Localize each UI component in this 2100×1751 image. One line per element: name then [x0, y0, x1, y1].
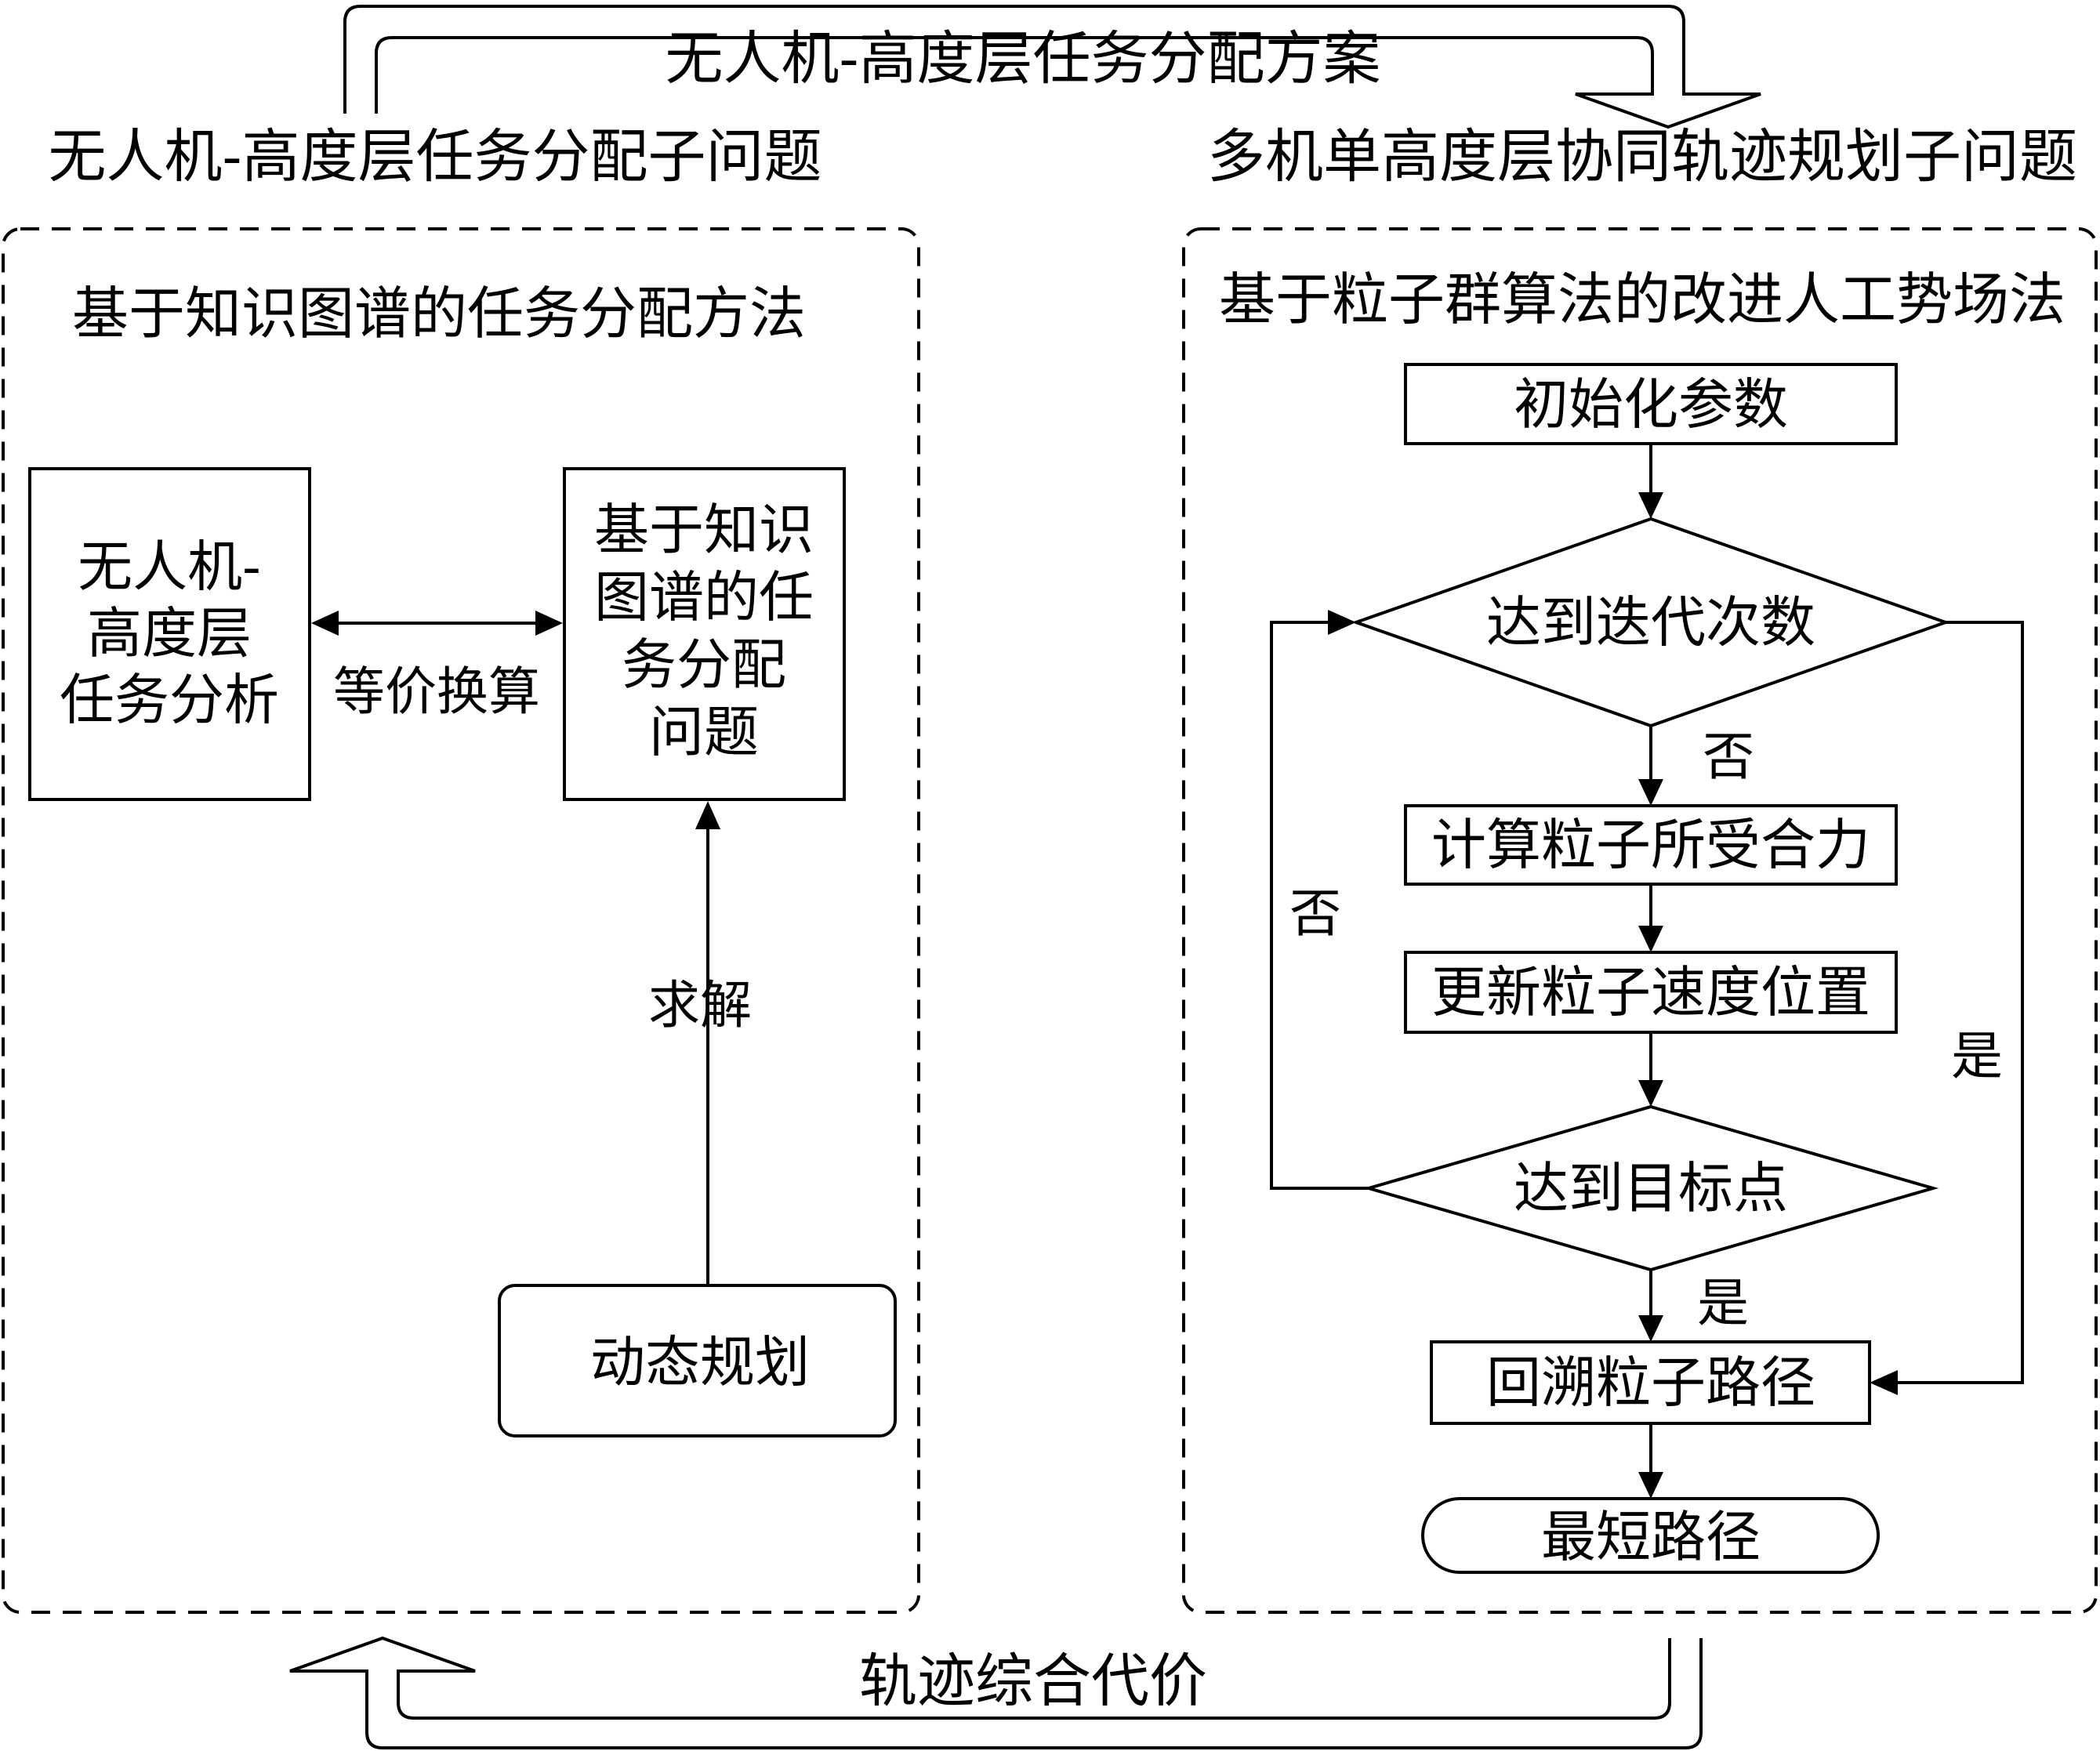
left-panel-frame [2, 227, 920, 1614]
flow-arrow-backtrack-to-end [1638, 1423, 1663, 1499]
backtrack-path-label: 回溯粒子路径 [1486, 1350, 1815, 1415]
right-method-title: 基于粒子群算法的改进人工势场法 [1219, 266, 2066, 332]
target-no-label: 否 [1289, 883, 1341, 944]
analysis-box [28, 467, 311, 801]
shortest-path-label: 最短路径 [1541, 1505, 1761, 1569]
kg-box-line-3: 务分配 [622, 633, 786, 697]
analysis-box-line-2: 高度层 [87, 601, 252, 665]
flow-arrow-update-to-target [1638, 1032, 1663, 1107]
init-params-box [1404, 363, 1898, 445]
left-panel-heading: 无人机-高度层任务分配子问题 [48, 123, 822, 190]
dynamic-programming-label: 动态规划 [590, 1330, 810, 1394]
loop-back-arrow [1270, 610, 1369, 1190]
dynamic-programming-box [498, 1284, 897, 1437]
solve-label: 求解 [648, 975, 752, 1035]
compute-force-box [1404, 804, 1898, 886]
kg-box-line-2: 图谱的任 [594, 565, 814, 629]
backtrack-path-box [1430, 1340, 1871, 1425]
flow-arrow-force-to-update [1638, 884, 1663, 952]
equivalence-label: 等价换算 [333, 662, 540, 722]
target-yes-label: 是 [1697, 1273, 1749, 1333]
init-params-label: 初始化参数 [1514, 372, 1788, 437]
top-hollow-arrow [343, 5, 1761, 129]
kg-box-line-4: 问题 [649, 700, 759, 764]
compute-force-label: 计算粒子所受合力 [1431, 813, 1870, 877]
bottom-hollow-arrow [289, 1636, 1703, 1749]
flow-arrow-iter-to-force [1638, 726, 1663, 806]
flow-arrow-target-to-backtrack [1638, 1270, 1663, 1342]
analysis-box-line-3: 任务分析 [60, 668, 279, 732]
left-method-title: 基于知识图谱的任务分配方法 [72, 281, 806, 346]
iteration-yes-label: 是 [1951, 1026, 2003, 1086]
update-velocity-box [1404, 951, 1898, 1034]
iteration-yes-arrow [1870, 621, 2024, 1395]
bottom-arrow-label: 轨迹综合代价 [859, 1648, 1207, 1715]
equivalence-double-arrow [311, 611, 563, 636]
shortest-path-terminal [1421, 1497, 1880, 1574]
flow-arrow-init-to-iter [1638, 444, 1663, 519]
kg-problem-box [563, 467, 846, 801]
solve-arrow [695, 801, 720, 1285]
update-velocity-label: 更新粒子速度位置 [1431, 960, 1870, 1024]
top-arrow-label: 无人机-高度层任务分配方案 [665, 25, 1380, 92]
right-panel-frame [1182, 227, 2098, 1614]
iteration-no-label: 否 [1703, 727, 1754, 787]
iteration-decision-label: 达到迭代次数 [1486, 590, 1815, 654]
kg-box-line-1: 基于知识 [594, 498, 814, 562]
right-panel-heading: 多机单高度层协同轨迹规划子问题 [1207, 123, 2077, 190]
target-decision-label: 达到目标点 [1514, 1156, 1788, 1220]
analysis-box-line-1: 无人机- [78, 535, 261, 599]
